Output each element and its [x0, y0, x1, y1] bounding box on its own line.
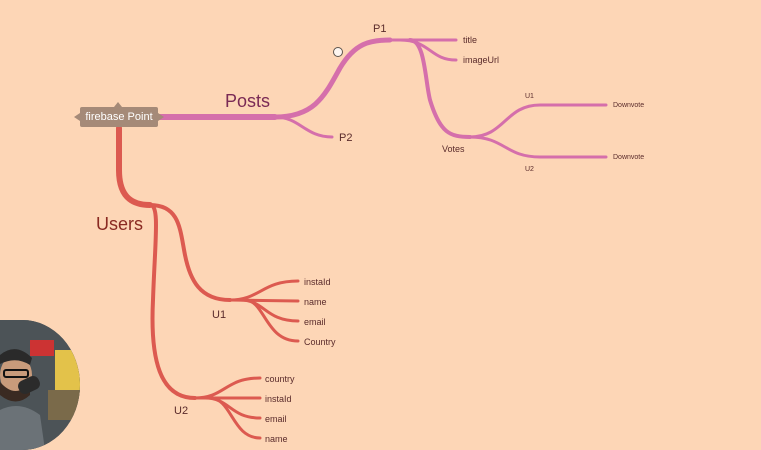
edge-root-users	[116, 125, 153, 208]
users-u1-country[interactable]: Country	[304, 337, 336, 347]
votes-u1-label[interactable]: U1	[525, 93, 534, 100]
edge-votes-u1	[468, 103, 608, 139]
edge-p1-votes	[408, 38, 472, 139]
edge-u1-instaid	[228, 279, 300, 302]
p1-child-imageurl[interactable]: imageUrl	[463, 55, 499, 65]
root-node[interactable]: firebase Point	[74, 107, 164, 127]
p2-label[interactable]: P2	[339, 132, 352, 144]
edge-u1-country	[243, 298, 300, 343]
users-u2-instaid[interactable]: instaId	[265, 394, 292, 404]
edge-votes-u2	[468, 135, 608, 159]
users-u2-country[interactable]: country	[265, 374, 295, 384]
edge-users-u1	[148, 203, 232, 302]
edge-posts-p1	[272, 37, 393, 120]
grab-hand-cursor-icon	[333, 47, 343, 57]
labels: Posts P1 P2 title imageUrl Votes U1 U2 D…	[96, 23, 644, 444]
edge-p1-imageurl	[398, 38, 458, 62]
posts-branch	[155, 37, 608, 159]
votes-u1-downvote[interactable]: Downvote	[613, 102, 644, 109]
edge-users-u2	[148, 203, 197, 400]
votes-u2-label[interactable]: U2	[525, 166, 534, 173]
users-u2-email[interactable]: email	[265, 414, 287, 424]
p1-label[interactable]: P1	[373, 23, 386, 35]
users-branch	[116, 125, 300, 440]
users-label[interactable]: Users	[96, 214, 143, 234]
votes-label[interactable]: Votes	[442, 144, 465, 154]
presenter-image	[0, 320, 80, 450]
edge-posts-p2	[273, 115, 334, 139]
users-u1-email[interactable]: email	[304, 317, 326, 327]
root-node-handle[interactable]	[114, 102, 122, 107]
users-u1-name[interactable]: name	[304, 297, 327, 307]
users-u1-instaid[interactable]: instaId	[304, 277, 331, 287]
users-u2-name[interactable]: name	[265, 434, 288, 444]
votes-u2-downvote[interactable]: Downvote	[613, 154, 644, 161]
edge-u2-country	[193, 376, 262, 400]
posts-label[interactable]: Posts	[225, 91, 270, 111]
users-u2-label[interactable]: U2	[174, 405, 188, 417]
users-u1-label[interactable]: U1	[212, 309, 226, 321]
edge-u1-email	[238, 298, 300, 323]
edge-u2-name	[208, 396, 262, 440]
p1-child-title[interactable]: title	[463, 35, 477, 45]
